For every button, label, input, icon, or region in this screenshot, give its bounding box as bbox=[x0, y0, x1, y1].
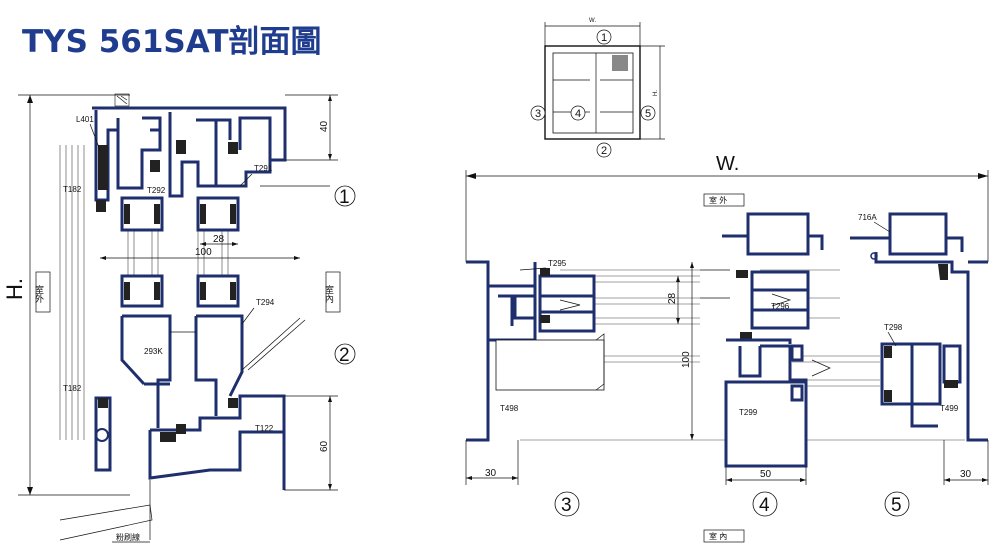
interlock-profile bbox=[700, 212, 831, 468]
elevation-h-label: H. bbox=[653, 90, 659, 96]
elev-marker-4: 4 bbox=[575, 108, 581, 120]
w-label: W. bbox=[716, 153, 739, 175]
part-T295: T295 bbox=[548, 259, 567, 268]
part-293K: 293K bbox=[144, 347, 163, 356]
window-elevation: W. H. 1 2 3 4 5 bbox=[530, 18, 665, 158]
elevation-w-label: W. bbox=[589, 18, 596, 24]
marker-4-label: 4 bbox=[759, 495, 770, 516]
part-L401: L401 bbox=[76, 115, 94, 124]
part-T296: T296 bbox=[771, 302, 790, 311]
outside-side-box bbox=[35, 271, 51, 313]
elev-marker-3: 3 bbox=[535, 108, 541, 120]
dim-mid: 50 bbox=[760, 469, 772, 480]
dim-left: 30 bbox=[485, 468, 497, 479]
part-T499: T499 bbox=[940, 404, 959, 413]
marker-3 bbox=[554, 491, 580, 517]
vertical-section: H. 室外 室內 bbox=[2, 93, 356, 543]
marker-4 bbox=[752, 491, 778, 517]
dim-bottom: 60 bbox=[319, 440, 330, 452]
marker-1-label: 1 bbox=[339, 187, 350, 208]
elev-marker-1: 1 bbox=[601, 32, 607, 44]
dim-glass-h: 28 bbox=[667, 292, 678, 304]
part-T291: T291 bbox=[254, 164, 273, 173]
screen-hatch bbox=[612, 55, 628, 71]
part-T182-top: T182 bbox=[63, 185, 82, 194]
left-jamb-profile bbox=[466, 260, 605, 442]
part-T294: T294 bbox=[256, 298, 275, 307]
part-T298: T298 bbox=[884, 323, 903, 332]
plaster-line-label: 粉刷線 bbox=[116, 532, 140, 542]
dim-top: 40 bbox=[319, 120, 330, 132]
marker-5-label: 5 bbox=[891, 495, 902, 516]
horizontal-section: W. 室 外 bbox=[465, 153, 989, 543]
marker-2 bbox=[334, 343, 356, 365]
head-frame-profile bbox=[92, 106, 287, 232]
h-arrow-bottom bbox=[27, 487, 33, 495]
part-T182-bottom: T182 bbox=[63, 384, 82, 393]
marker-1 bbox=[334, 185, 356, 207]
elevation-frame bbox=[544, 45, 641, 140]
inside-label: 室 內 bbox=[709, 531, 727, 541]
h-arrow-top bbox=[27, 95, 33, 103]
page-title: TYS 561SAT剖面圖 bbox=[22, 24, 321, 60]
part-716A: 716A bbox=[858, 213, 877, 222]
right-jamb-profile bbox=[850, 212, 988, 442]
marker-5 bbox=[884, 491, 910, 517]
inside-side-label: 室內 bbox=[323, 284, 334, 304]
marker-2-label: 2 bbox=[339, 345, 350, 366]
h-label: H. bbox=[2, 278, 27, 300]
dim-right: 30 bbox=[960, 469, 972, 480]
dim-frame: 100 bbox=[195, 247, 212, 258]
sill-frame-profile bbox=[94, 274, 306, 490]
outside-side-label: 室外 bbox=[33, 284, 44, 304]
part-T292: T292 bbox=[147, 186, 166, 195]
inside-side-box bbox=[325, 271, 341, 313]
marker-3-label: 3 bbox=[561, 495, 572, 516]
elev-marker-5: 5 bbox=[645, 108, 651, 120]
outside-label: 室 外 bbox=[709, 195, 727, 205]
dim-frame-h: 100 bbox=[681, 351, 692, 368]
part-T299: T299 bbox=[739, 408, 758, 417]
part-T122: T122 bbox=[255, 424, 274, 433]
dim-glass: 28 bbox=[213, 234, 225, 245]
elev-marker-2: 2 bbox=[601, 145, 607, 157]
part-T498: T498 bbox=[500, 404, 519, 413]
